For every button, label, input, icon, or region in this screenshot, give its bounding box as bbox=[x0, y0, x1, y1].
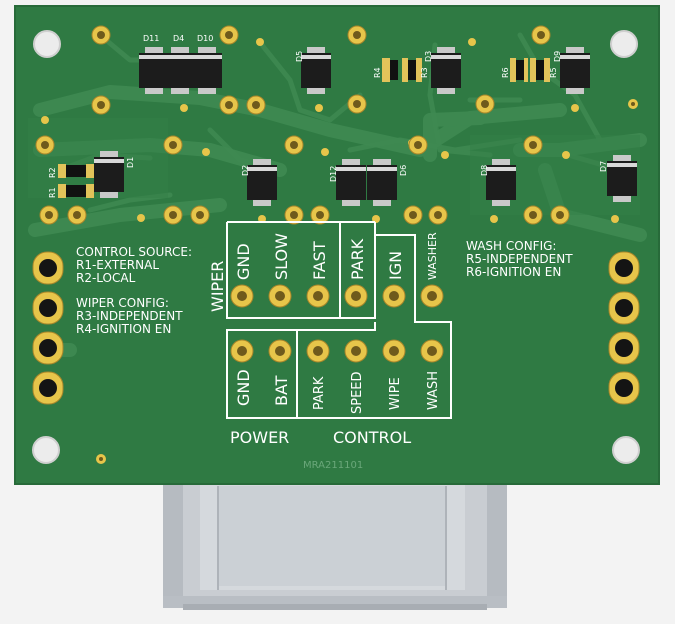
label-wiper-group: WIPER bbox=[208, 261, 227, 312]
label-r6: R6 bbox=[501, 67, 510, 78]
note-wash-config-r5: R5-INDEPENDENT bbox=[466, 252, 573, 266]
diode-d8 bbox=[486, 159, 516, 206]
terminal-bottom-wash: WASH bbox=[426, 371, 441, 410]
label-r1: R1 bbox=[48, 187, 57, 198]
mounting-hole-top-left bbox=[33, 30, 61, 58]
label-r4: R4 bbox=[373, 67, 382, 78]
terminal-bottom-gnd: GND bbox=[234, 369, 253, 406]
diode-d5 bbox=[301, 47, 331, 94]
diode-d12 bbox=[336, 159, 366, 206]
mounting-hole-bottom-right bbox=[612, 436, 640, 464]
terminal-top-ign: IGN bbox=[386, 251, 405, 280]
label-r3: R3 bbox=[420, 67, 429, 78]
terminal-top-slow: SLOW bbox=[272, 233, 291, 280]
diode-d7 bbox=[607, 155, 637, 202]
terminal-bottom-speed: SPEED bbox=[350, 371, 365, 414]
label-power-group: POWER bbox=[230, 428, 289, 447]
resistor-r3 bbox=[402, 58, 422, 82]
resistor-r5 bbox=[530, 58, 550, 82]
label-d5: D5 bbox=[295, 51, 304, 62]
label-d8: D8 bbox=[480, 165, 489, 176]
label-r5: R5 bbox=[549, 67, 558, 78]
label-d1: D1 bbox=[126, 157, 135, 168]
diode-d6 bbox=[367, 159, 397, 206]
terminal-bottom-bat: BAT bbox=[272, 375, 291, 406]
label-d10: D10 bbox=[197, 34, 213, 43]
note-control-source-r1: R1-EXTERNAL bbox=[76, 258, 159, 272]
resistor-r2 bbox=[58, 164, 94, 178]
mounting-holes bbox=[32, 30, 640, 464]
terminal-bottom-wipe: WIPE bbox=[388, 377, 403, 410]
label-d6: D6 bbox=[399, 165, 408, 176]
label-d9: D9 bbox=[553, 51, 562, 62]
diode-d3 bbox=[431, 47, 461, 94]
connector-housing bbox=[163, 480, 507, 610]
note-wash-config-title: WASH CONFIG: bbox=[466, 239, 556, 253]
side-terminal-pads bbox=[32, 251, 640, 405]
note-control-source-r2: R2-LOCAL bbox=[76, 271, 136, 285]
terminal-top-park: PARK bbox=[348, 238, 367, 280]
terminal-bottom-park: PARK bbox=[312, 376, 327, 410]
mounting-hole-bottom-left bbox=[32, 436, 60, 464]
label-d11: D11 bbox=[143, 34, 159, 43]
terminal-outlines bbox=[226, 221, 452, 419]
diode-d1 bbox=[94, 151, 124, 198]
part-number: MRA211101 bbox=[303, 460, 363, 471]
diode-d10 bbox=[192, 47, 222, 94]
note-wiper-config-title: WIPER CONFIG: bbox=[76, 296, 169, 310]
diode-d2 bbox=[247, 159, 277, 206]
note-wiper-config-r3: R3-INDEPENDENT bbox=[76, 309, 183, 323]
resistor-r1 bbox=[58, 184, 94, 198]
terminal-top-fast: FAST bbox=[310, 241, 329, 280]
label-d12: D12 bbox=[329, 166, 338, 182]
diode-d11 bbox=[139, 47, 169, 94]
terminal-top-gnd: GND bbox=[234, 243, 253, 280]
label-d3: D3 bbox=[424, 51, 433, 62]
through-hole-pads bbox=[35, 25, 570, 225]
diode-d4 bbox=[165, 47, 195, 94]
terminal-pads bbox=[230, 284, 444, 363]
note-control-source-title: CONTROL SOURCE: bbox=[76, 245, 192, 259]
label-d4: D4 bbox=[173, 34, 184, 43]
resistor-r6 bbox=[510, 58, 528, 82]
resistor-r4 bbox=[382, 58, 398, 82]
label-r2: R2 bbox=[48, 167, 57, 178]
note-wash-config-r6: R6-IGNITION EN bbox=[466, 265, 561, 279]
label-d7: D7 bbox=[599, 161, 608, 172]
terminal-top-washer: WASHER bbox=[426, 232, 439, 280]
label-d2: D2 bbox=[241, 165, 250, 176]
note-wiper-config-r4: R4-IGNITION EN bbox=[76, 322, 171, 336]
label-control-group: CONTROL bbox=[333, 428, 411, 447]
mounting-hole-top-right bbox=[610, 30, 638, 58]
diode-d9 bbox=[560, 47, 590, 94]
